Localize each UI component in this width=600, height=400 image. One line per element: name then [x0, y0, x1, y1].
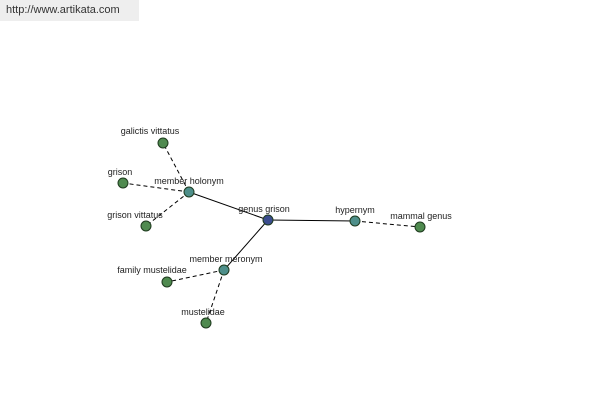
node-marker-galictis-vittatus[interactable] [157, 137, 169, 149]
node-marker-grison[interactable] [117, 177, 129, 189]
node-marker-grison-vittatus[interactable] [140, 220, 152, 232]
node-marker-member-meronym[interactable] [218, 264, 230, 276]
node-label-grison[interactable]: grison [108, 167, 133, 177]
node-marker-member-holonym[interactable] [183, 186, 195, 198]
node-marker-mustelidae[interactable] [200, 317, 212, 329]
node-grison[interactable]: grison [108, 167, 133, 189]
node-family-mustelidae[interactable]: family mustelidae [117, 265, 187, 288]
node-galictis-vittatus[interactable]: galictis vittatus [121, 126, 180, 149]
edge-member-holonym-to-grison-vittatus [145, 191, 190, 227]
node-marker-genus-grison[interactable] [262, 214, 274, 226]
node-marker-mammal-genus[interactable] [414, 221, 426, 233]
node-genus-grison[interactable]: genus grison [238, 204, 290, 226]
node-mammal-genus[interactable]: mammal genus [390, 211, 452, 233]
nodes-layer: genus grison member holonym hypernym member… [107, 126, 452, 329]
node-label-family-mustelidae[interactable]: family mustelidae [117, 265, 187, 275]
node-marker-hypernym[interactable] [349, 215, 361, 227]
edge-genus-grison-to-member-holonym [188, 191, 269, 221]
edge-member-meronym-to-family-mustelidae [166, 269, 225, 283]
node-label-mammal-genus[interactable]: mammal genus [390, 211, 452, 221]
node-hypernym[interactable]: hypernym [335, 205, 375, 227]
edge-member-holonym-to-galictis-vittatus [162, 142, 190, 193]
node-label-mustelidae[interactable]: mustelidae [181, 307, 225, 317]
node-label-galictis-vittatus[interactable]: galictis vittatus [121, 126, 180, 136]
edges-layer [122, 142, 421, 324]
node-marker-family-mustelidae[interactable] [161, 276, 173, 288]
node-label-genus-grison[interactable]: genus grison [238, 204, 290, 214]
node-member-meronym[interactable]: member meronym [189, 254, 263, 276]
edge-genus-grison-to-member-meronym [223, 219, 269, 271]
source-url[interactable]: http://www.artikata.com [0, 0, 139, 21]
node-label-member-holonym[interactable]: member holonym [154, 176, 224, 186]
edge-hypernym-to-mammal-genus [354, 220, 421, 228]
node-grison-vittatus[interactable]: grison vittatus [107, 210, 163, 232]
node-label-hypernym[interactable]: hypernym [335, 205, 375, 215]
node-label-member-meronym[interactable]: member meronym [189, 254, 262, 264]
node-mustelidae[interactable]: mustelidae [181, 307, 225, 329]
edge-member-meronym-to-mustelidae [205, 269, 225, 324]
edge-genus-grison-to-hypernym [267, 219, 356, 222]
node-member-holonym[interactable]: member holonym [154, 176, 224, 198]
node-label-grison-vittatus[interactable]: grison vittatus [107, 210, 163, 220]
